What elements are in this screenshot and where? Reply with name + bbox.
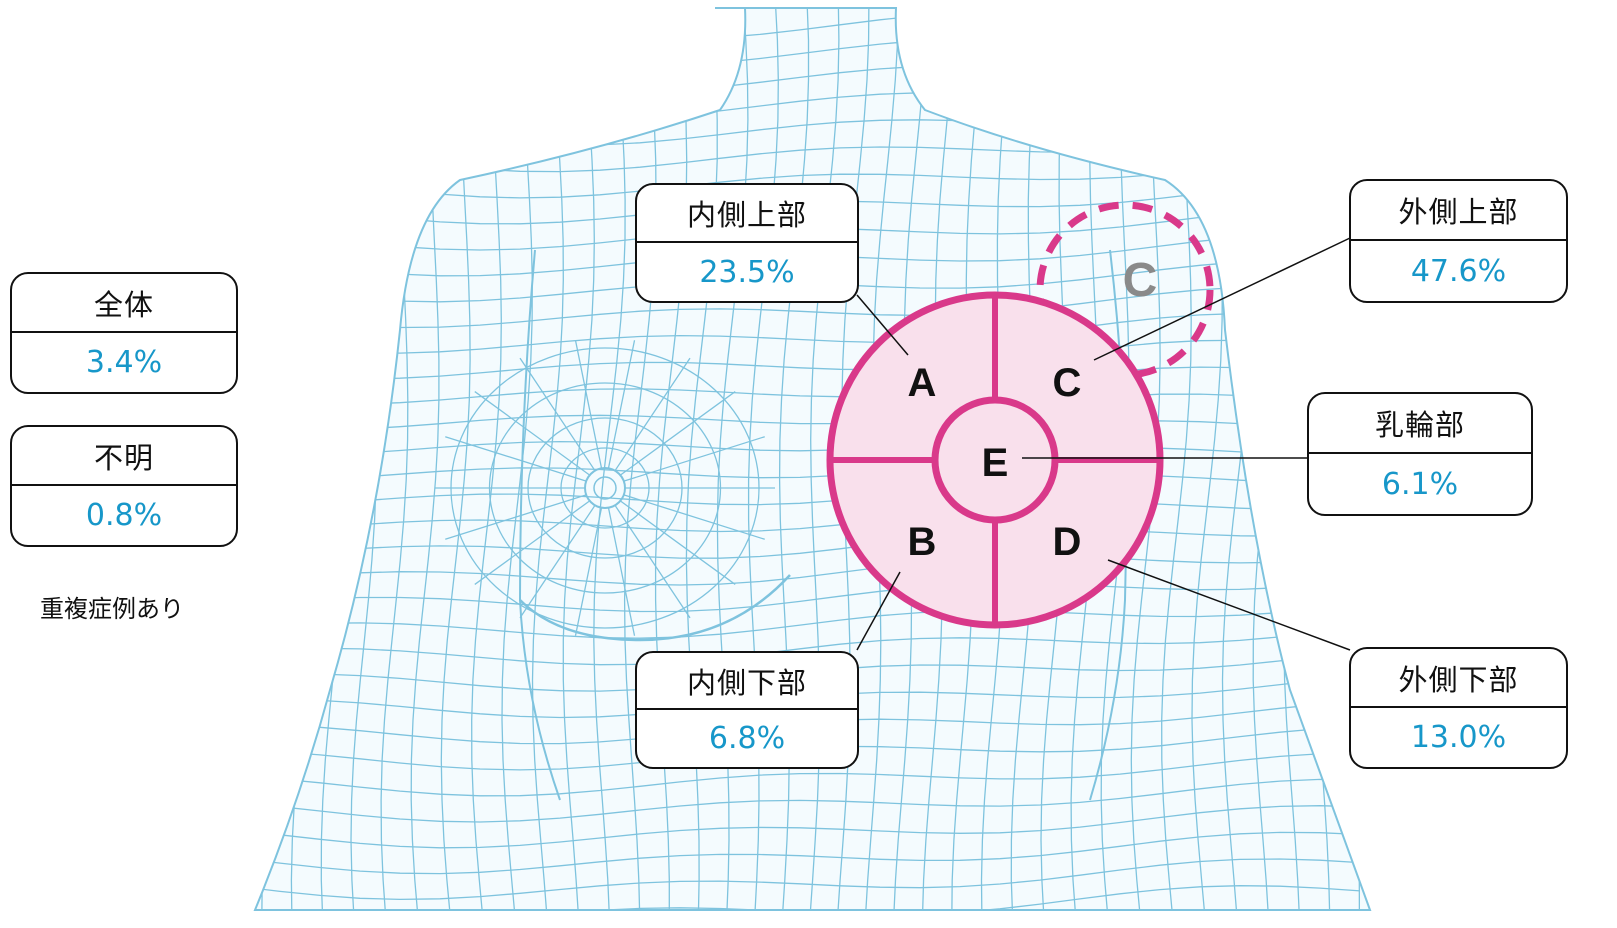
zone-letter-e: E	[982, 441, 1009, 485]
label-box-inner-upper: 内側上部 23.5%	[635, 183, 859, 303]
zone-letter-d: D	[1053, 520, 1082, 564]
value-inner-lower: 6.8%	[708, 721, 786, 756]
label-box-inner-lower: 内側下部 6.8%	[635, 651, 859, 769]
legend-box-unknown: 不明 0.8%	[10, 425, 238, 547]
value-outer-upper: 47.6%	[1410, 253, 1507, 289]
leader-line-b	[856, 571, 901, 651]
legend-whole-label: 全体	[12, 274, 236, 333]
zone-letter-c: C	[1053, 361, 1082, 405]
legend-box-whole: 全体 3.4%	[10, 272, 238, 394]
legend-whole-value: 3.4%	[85, 345, 163, 380]
value-areola: 6.1%	[1381, 466, 1459, 502]
label-box-areola: 乳輪部 6.1%	[1307, 392, 1533, 516]
leader-line-c	[1093, 237, 1351, 361]
leader-line-a	[856, 294, 909, 356]
label-inner-lower: 内側下部	[637, 653, 857, 710]
duplicate-cases-note: 重複症例あり	[40, 595, 184, 623]
quadrant-circle	[826, 291, 1164, 629]
label-inner-upper: 内側上部	[637, 185, 857, 243]
leader-line-d	[1107, 559, 1351, 651]
torso-wireframe	[253, 7, 1372, 911]
label-outer-upper: 外側上部	[1351, 181, 1566, 241]
zone-letter-a: A	[908, 361, 937, 405]
label-box-outer-lower: 外側下部 13.0%	[1349, 647, 1568, 769]
label-box-outer-upper: 外側上部 47.6%	[1349, 179, 1568, 303]
axillary-tail-letter: C	[1123, 254, 1158, 307]
legend-unknown-value: 0.8%	[85, 498, 163, 533]
legend-unknown-label: 不明	[12, 427, 236, 486]
axillary-tail-outline	[1036, 201, 1214, 379]
value-inner-upper: 23.5%	[699, 254, 795, 290]
leader-lines	[856, 237, 1351, 651]
label-areola: 乳輪部	[1309, 394, 1531, 454]
value-outer-lower: 13.0%	[1410, 720, 1507, 755]
label-outer-lower: 外側下部	[1351, 649, 1566, 708]
zone-letter-b: B	[908, 520, 937, 564]
